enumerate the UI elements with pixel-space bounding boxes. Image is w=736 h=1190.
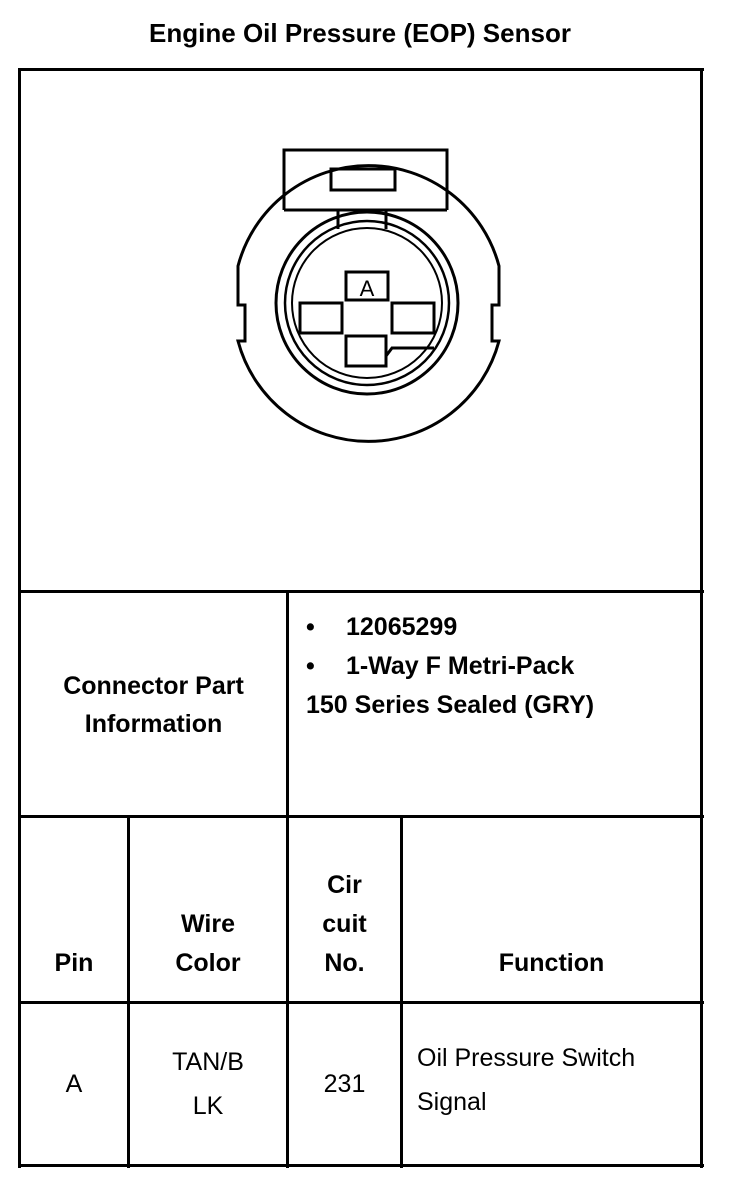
row-wire-color-line1: TAN/B [172, 1048, 244, 1076]
table-row-pin: A [21, 1004, 127, 1164]
frame-bottom-line [18, 1164, 704, 1167]
header-circuit-line1: Cir [327, 871, 362, 899]
connector-face-drawing: A [236, 148, 501, 443]
part-number-item: • 12065299 [290, 608, 700, 647]
row-wire-color-line2: LK [192, 1092, 224, 1120]
row-function-line1: Oil Pressure Switch [417, 1044, 636, 1072]
cavity-a-label: A [360, 276, 375, 301]
connector-series: 150 Series Sealed (GRY) [306, 691, 595, 719]
part-number: 12065299 [346, 613, 458, 641]
row-pin-value: A [65, 1070, 83, 1098]
header-pin-text: Pin [54, 949, 94, 977]
frame-right-line [700, 68, 703, 1168]
connector-type-item: • 1-Way F Metri-Pack [290, 647, 700, 686]
table-row-function: Oil Pressure Switch Signal [403, 1036, 700, 1124]
page-title: Engine Oil Pressure (EOP) Sensor [149, 18, 571, 48]
part-info-divider [286, 590, 289, 1168]
connector-part-label-line1: Connector Part [63, 672, 244, 700]
row-function-line2: Signal [417, 1088, 487, 1116]
table-row-wire-color: TAN/B LK [130, 1004, 286, 1164]
bullet-icon: • [306, 613, 315, 641]
pin-column-divider [127, 815, 130, 1168]
header-bottom-line [18, 1001, 704, 1004]
header-wire-color-line2: Color [175, 949, 241, 977]
header-top-line [18, 815, 704, 818]
table-row-circuit: 231 [289, 1004, 400, 1164]
header-function-text: Function [498, 949, 605, 977]
header-wire-color: Wire Color [130, 818, 286, 1001]
circuit-column-divider [400, 815, 403, 1168]
row-circuit-value: 231 [323, 1070, 366, 1098]
drawing-bottom-line [18, 590, 704, 593]
connector-part-label-line2: Information [84, 710, 223, 738]
connector-type: 1-Way F Metri-Pack [346, 652, 575, 680]
frame-left-line [18, 68, 21, 1168]
connector-part-info: • 12065299 • 1-Way F Metri-Pack 150 Seri… [290, 608, 700, 725]
header-wire-color-line1: Wire [181, 910, 235, 938]
bullet-icon: • [306, 652, 315, 680]
frame-top-line [18, 68, 704, 71]
connector-part-label: Connector Part Information [20, 594, 287, 816]
header-circuit-no: Cir cuit No. [289, 818, 400, 1001]
header-circuit-line2: cuit [322, 910, 367, 938]
header-function: Function [403, 818, 700, 1001]
header-circuit-line3: No. [324, 949, 365, 977]
header-pin: Pin [21, 818, 127, 1001]
